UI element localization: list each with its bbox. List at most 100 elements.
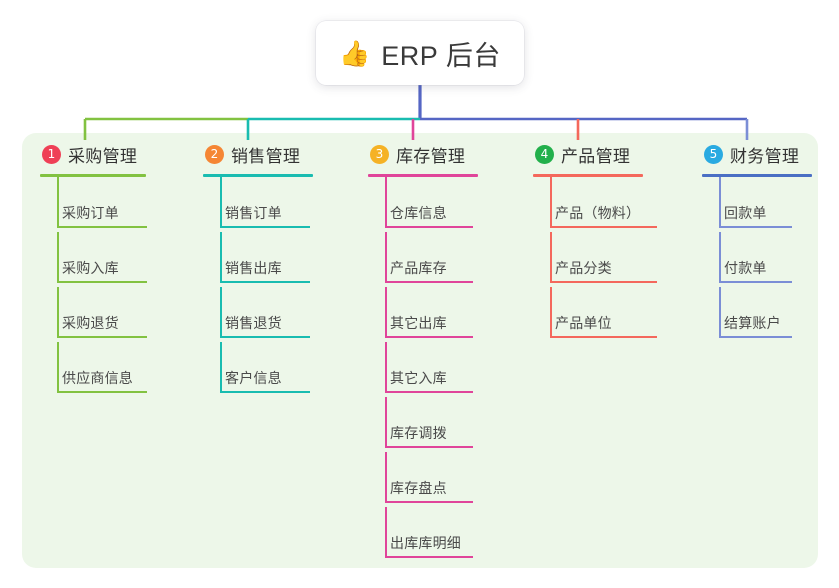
branch-items: 回款单付款单结算账户 (702, 177, 812, 342)
leaf-label: 供应商信息 (62, 370, 133, 386)
branch-header-4[interactable]: 4 产品管理 (533, 140, 643, 168)
leaf-label: 产品库存 (390, 260, 447, 276)
leaf-connector (385, 177, 387, 228)
leaf-item[interactable]: 销售出库 (203, 232, 313, 287)
leaf-connector (57, 287, 59, 338)
leaf-underline (57, 226, 147, 228)
leaf-label: 采购入库 (62, 260, 119, 276)
leaf-connector (550, 287, 552, 338)
leaf-label: 采购订单 (62, 205, 119, 221)
leaf-item[interactable]: 库存盘点 (368, 452, 478, 507)
leaf-item[interactable]: 出库库明细 (368, 507, 478, 562)
leaf-label: 库存盘点 (390, 480, 447, 496)
leaf-item[interactable]: 其它出库 (368, 287, 478, 342)
leaf-item[interactable]: 产品（物料） (533, 177, 657, 232)
leaf-item[interactable]: 回款单 (702, 177, 812, 232)
leaf-underline (220, 281, 310, 283)
leaf-item[interactable]: 采购入库 (40, 232, 147, 287)
leaf-item[interactable]: 采购订单 (40, 177, 147, 232)
branch-column-4: 4 产品管理产品（物料） 产品分类产品单位 (533, 140, 657, 342)
leaf-connector (385, 397, 387, 448)
branch-title: 库存管理 (396, 146, 466, 166)
leaf-label: 仓库信息 (390, 205, 447, 221)
branch-number-badge: 1 (42, 144, 61, 164)
leaf-connector (385, 342, 387, 393)
leaf-item[interactable]: 结算账户 (702, 287, 812, 342)
leaf-label: 回款单 (724, 205, 767, 221)
leaf-underline (719, 281, 792, 283)
branch-underline (40, 174, 146, 177)
diagram-panel (22, 133, 818, 568)
branch-number-badge: 3 (370, 144, 389, 164)
leaf-item[interactable]: 供应商信息 (40, 342, 147, 397)
leaf-item[interactable]: 销售退货 (203, 287, 313, 342)
leaf-connector (550, 177, 552, 228)
leaf-connector (719, 177, 721, 228)
leaf-label: 采购退货 (62, 315, 119, 331)
branch-column-3: 3 库存管理仓库信息产品库存其它出库其它入库库存调拨库存盘点出库库明细 (368, 140, 478, 562)
leaf-connector (550, 232, 552, 283)
leaf-label: 其它出库 (390, 315, 447, 331)
root-title: ERP 后台 (381, 40, 501, 71)
leaf-label: 销售退货 (225, 315, 282, 331)
leaf-connector (57, 232, 59, 283)
leaf-connector (385, 452, 387, 503)
leaf-underline (385, 501, 473, 503)
leaf-connector (719, 287, 721, 338)
branch-number-badge: 5 (704, 144, 723, 164)
leaf-label: 库存调拨 (390, 425, 447, 441)
leaf-label: 产品单位 (555, 315, 612, 331)
leaf-underline (57, 336, 147, 338)
leaf-item[interactable]: 其它入库 (368, 342, 478, 397)
branch-number-badge: 4 (535, 144, 554, 164)
branch-underline (533, 174, 643, 177)
leaf-underline (220, 336, 310, 338)
leaf-underline (385, 556, 473, 558)
branch-underline (203, 174, 313, 177)
leaf-underline (550, 226, 657, 228)
leaf-label: 产品（物料） (555, 205, 641, 221)
leaf-underline (719, 226, 792, 228)
leaf-item[interactable]: 付款单 (702, 232, 812, 287)
branch-header-1[interactable]: 1 采购管理 (40, 140, 146, 168)
leaf-item[interactable]: 产品单位 (533, 287, 657, 342)
root-node[interactable]: 👍 ERP 后台 (316, 21, 524, 85)
branch-header-5[interactable]: 5 财务管理 (702, 140, 812, 168)
leaf-underline (719, 336, 792, 338)
branch-header-3[interactable]: 3 库存管理 (368, 140, 478, 168)
leaf-item[interactable]: 产品分类 (533, 232, 657, 287)
leaf-label: 销售订单 (225, 205, 282, 221)
leaf-connector (220, 287, 222, 338)
branch-title: 产品管理 (561, 146, 631, 166)
branch-items: 销售订单销售出库销售退货客户信息 (203, 177, 313, 397)
branch-column-1: 1 采购管理采购订单采购入库采购退货供应商信息 (40, 140, 147, 397)
leaf-underline (220, 226, 310, 228)
leaf-label: 结算账户 (724, 315, 781, 331)
thumbs-up-icon: 👍 (339, 39, 371, 68)
leaf-item[interactable]: 客户信息 (203, 342, 313, 397)
leaf-connector (385, 507, 387, 558)
leaf-underline (550, 336, 657, 338)
leaf-connector (220, 232, 222, 283)
leaf-label: 客户信息 (225, 370, 282, 386)
leaf-item[interactable]: 采购退货 (40, 287, 147, 342)
branch-underline (368, 174, 478, 177)
leaf-item[interactable]: 仓库信息 (368, 177, 478, 232)
leaf-connector (220, 177, 222, 228)
leaf-item[interactable]: 销售订单 (203, 177, 313, 232)
leaf-item[interactable]: 产品库存 (368, 232, 478, 287)
leaf-underline (220, 391, 310, 393)
leaf-underline (550, 281, 657, 283)
branch-title: 销售管理 (231, 146, 301, 166)
branch-items: 产品（物料） 产品分类产品单位 (533, 177, 657, 342)
leaf-label: 出库库明细 (390, 535, 461, 551)
branch-items: 仓库信息产品库存其它出库其它入库库存调拨库存盘点出库库明细 (368, 177, 478, 562)
leaf-underline (385, 391, 473, 393)
leaf-underline (385, 281, 473, 283)
leaf-item[interactable]: 库存调拨 (368, 397, 478, 452)
branch-title: 采购管理 (68, 146, 138, 166)
branch-title: 财务管理 (730, 146, 800, 166)
leaf-connector (385, 232, 387, 283)
